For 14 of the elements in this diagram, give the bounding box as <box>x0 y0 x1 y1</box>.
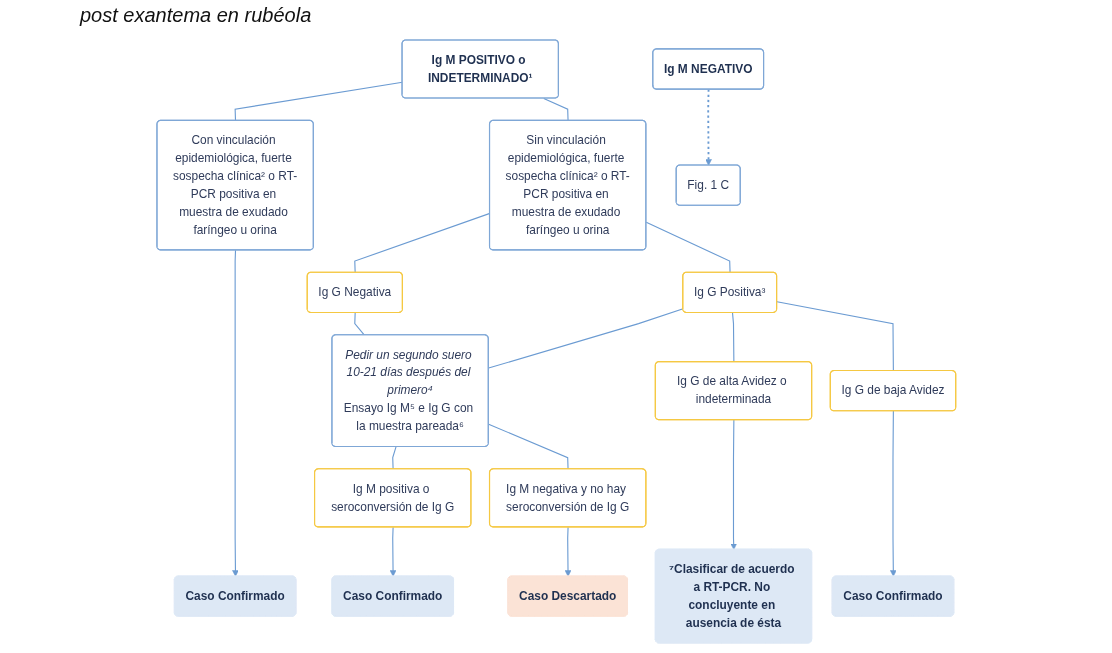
arrow <box>730 419 737 550</box>
diagram-title: post exantema en rubéola <box>80 4 312 27</box>
connector <box>487 423 569 470</box>
arrow <box>564 526 571 577</box>
arrow <box>389 526 396 577</box>
arrow <box>889 410 897 577</box>
connector <box>487 308 684 369</box>
connector <box>731 312 735 363</box>
connector <box>645 221 731 274</box>
connector <box>391 446 397 470</box>
connector <box>353 312 365 336</box>
connector <box>776 301 894 372</box>
arrow <box>704 88 712 166</box>
arrow <box>231 249 239 577</box>
